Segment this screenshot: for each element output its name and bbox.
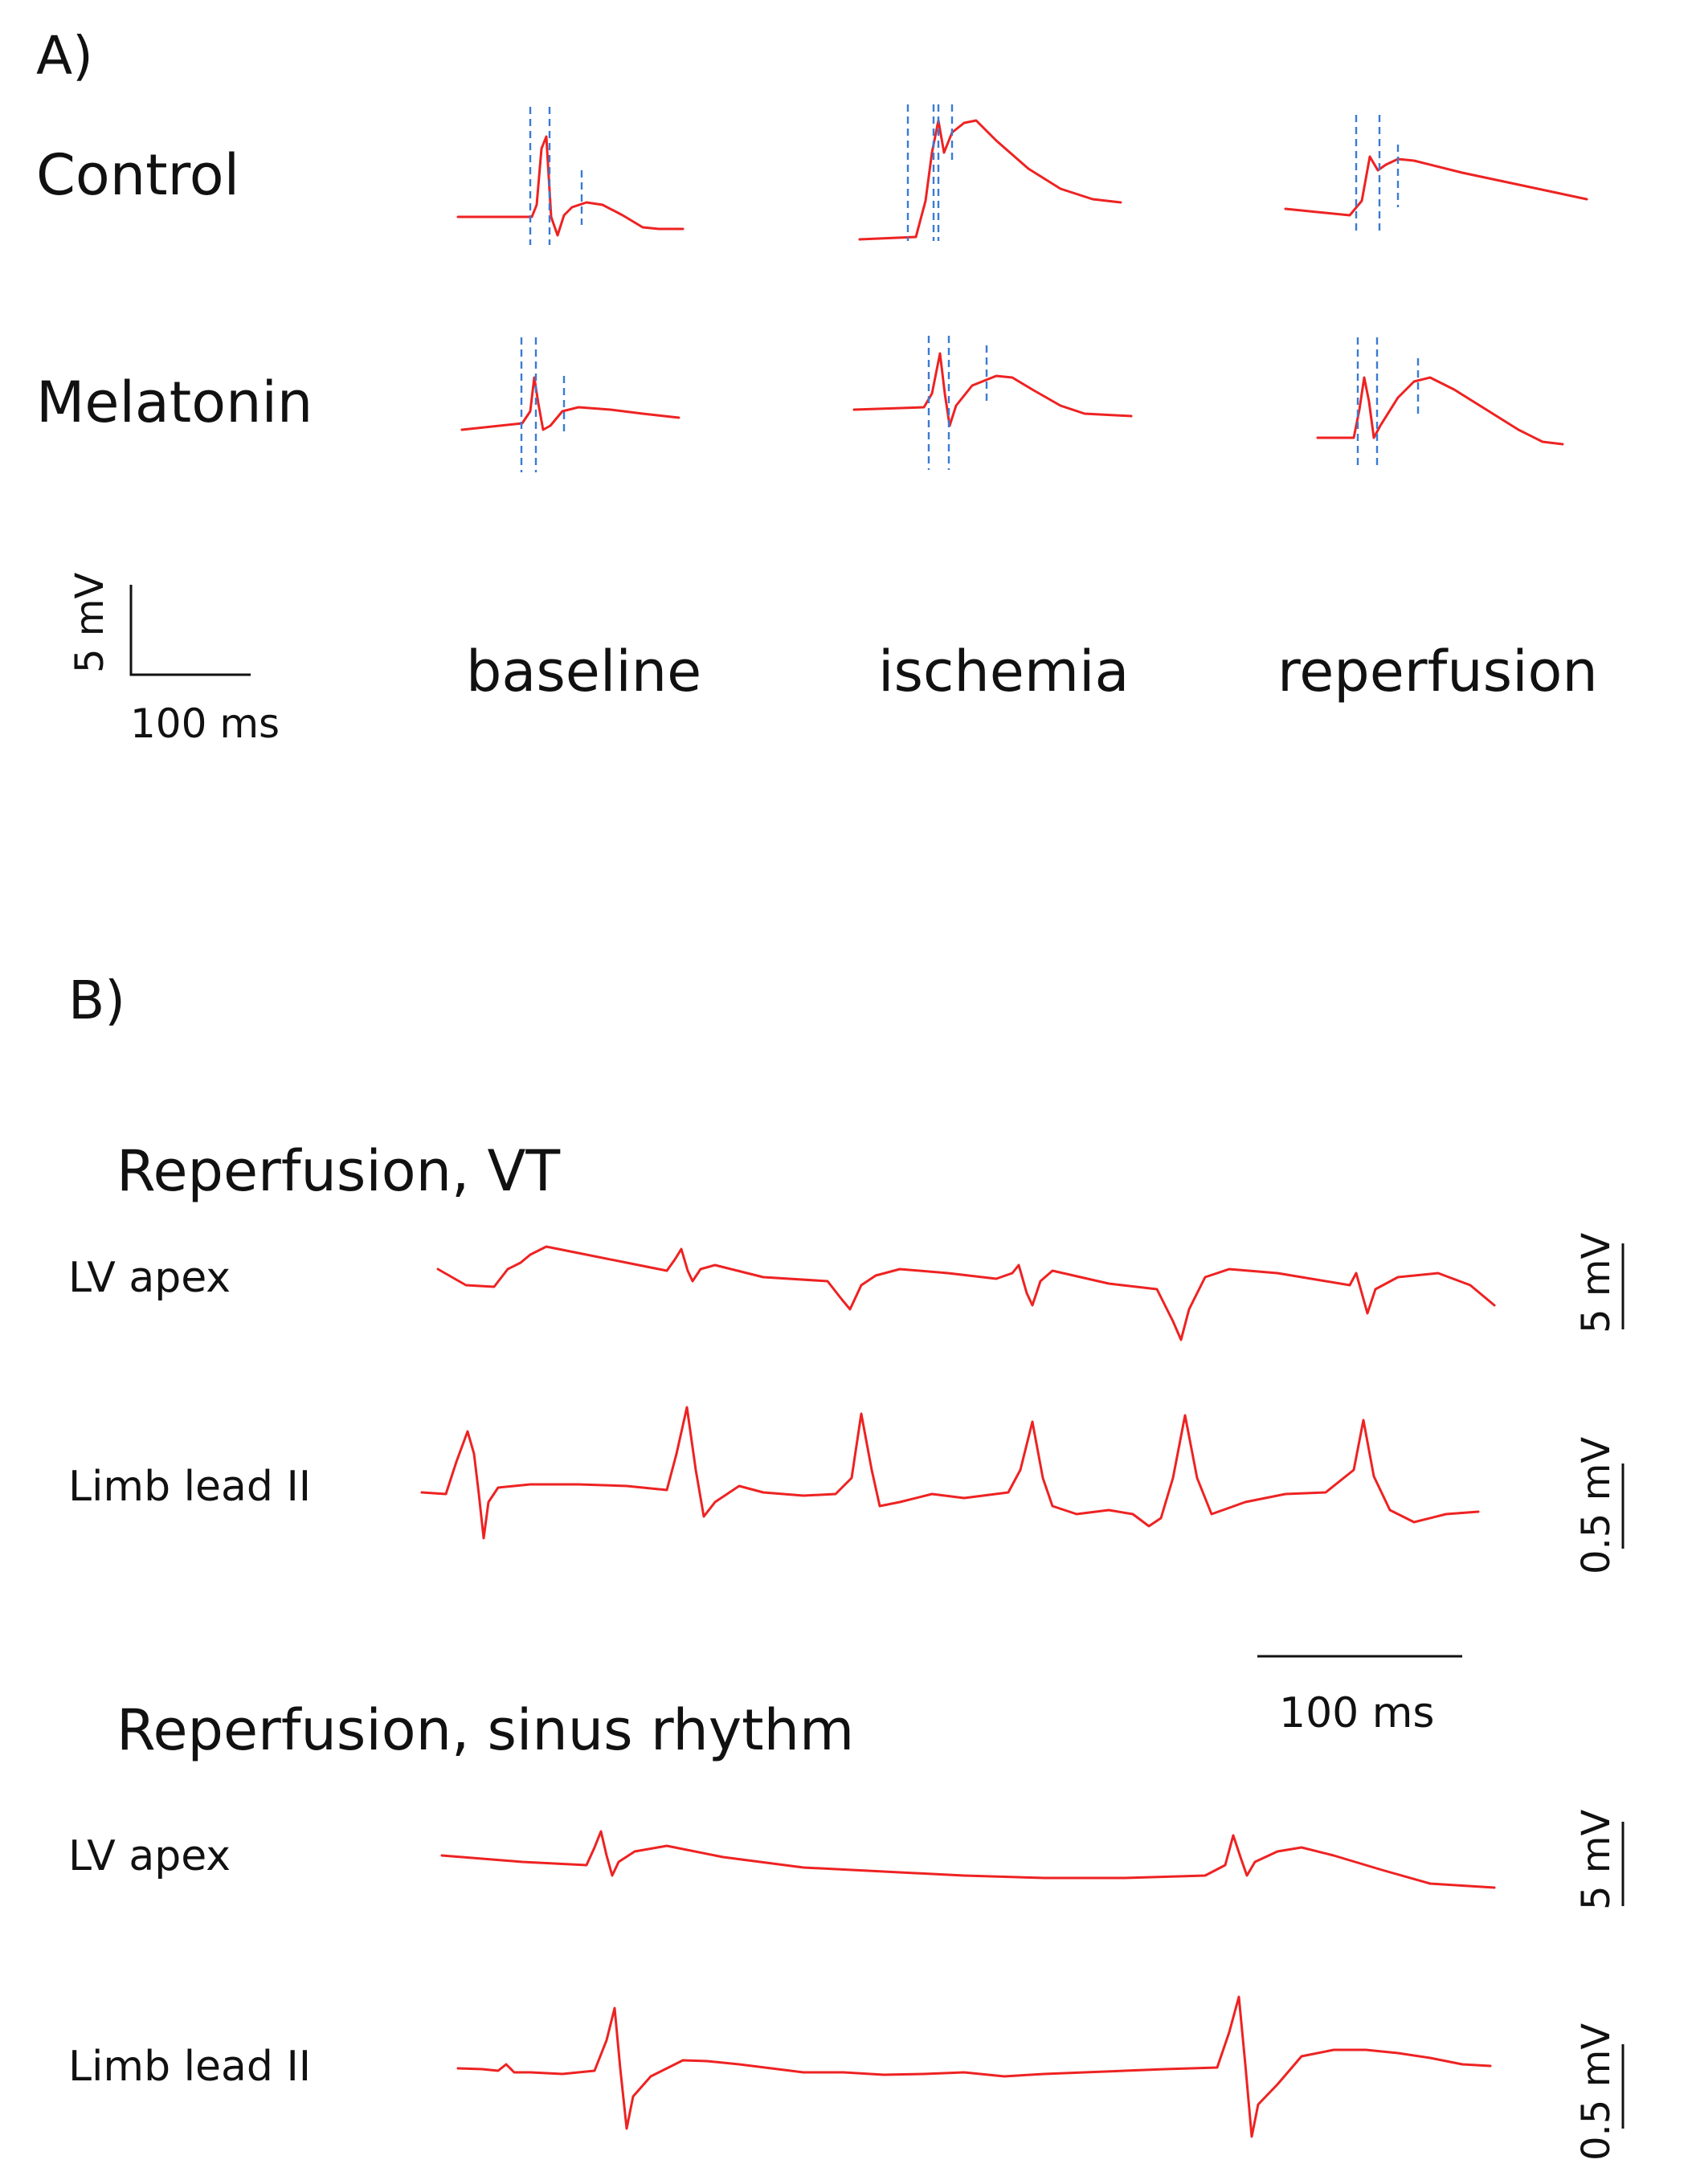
scale-bar-panel-a: 5 mV 100 ms (67, 572, 280, 747)
scale-label-vt-lv-apex: 5 mV (1574, 1232, 1619, 1333)
column-label-ischemia: ischemia (878, 639, 1129, 704)
trace-vt-limb-lead-ii (420, 1406, 1480, 1540)
scale-bar-time-label: 100 ms (130, 700, 280, 747)
column-label-reperfusion: reperfusion (1277, 639, 1598, 704)
trace-label-vt-limb-lead: Limb lead II (68, 1463, 311, 1511)
trace-control-baseline (456, 107, 685, 245)
scale-bar-voltage-label: 5 mV (67, 572, 112, 673)
scale-bar-vt-limb-lead: 0.5 mV (1574, 1437, 1625, 1574)
scale-label-vt-limb-lead: 0.5 mV (1574, 1437, 1619, 1574)
trace-melatonin-ischemia (852, 336, 1133, 470)
trace-melatonin-baseline (460, 337, 680, 472)
section-title-sinus-rhythm: Reperfusion, sinus rhythm (116, 1697, 854, 1763)
trace-vt-lv-apex (436, 1245, 1496, 1341)
trace-sinus-limb-lead-ii (456, 1995, 1492, 2138)
time-scale-bar: 100 ms (1257, 1655, 1462, 1737)
row-label-control: Control (36, 142, 239, 208)
scale-label-sinus-lv-apex: 5 mV (1574, 1809, 1619, 1910)
section-title-vt: Reperfusion, VT (116, 1138, 560, 1204)
trace-label-sinus-limb-lead: Limb lead II (68, 2043, 311, 2091)
scale-label-sinus-limb-lead: 0.5 mV (1574, 2023, 1619, 2161)
panel-a-label: A) (36, 25, 93, 87)
row-label-melatonin: Melatonin (36, 369, 313, 435)
trace-control-ischemia (858, 104, 1122, 241)
trace-label-sinus-lv-apex: LV apex (68, 1832, 231, 1880)
column-label-baseline: baseline (466, 639, 701, 704)
trace-control-reperfusion (1284, 115, 1588, 235)
trace-melatonin-reperfusion (1316, 337, 1564, 468)
time-scale-label: 100 ms (1279, 1689, 1435, 1737)
scale-bar-vt-lv-apex: 5 mV (1574, 1232, 1625, 1333)
scale-bar-sinus-lv-apex: 5 mV (1574, 1809, 1625, 1910)
panel-b-label: B) (68, 970, 125, 1031)
trace-label-vt-lv-apex: LV apex (68, 1254, 231, 1302)
trace-sinus-lv-apex (440, 1830, 1496, 1889)
scale-bar-sinus-limb-lead: 0.5 mV (1574, 2023, 1625, 2161)
